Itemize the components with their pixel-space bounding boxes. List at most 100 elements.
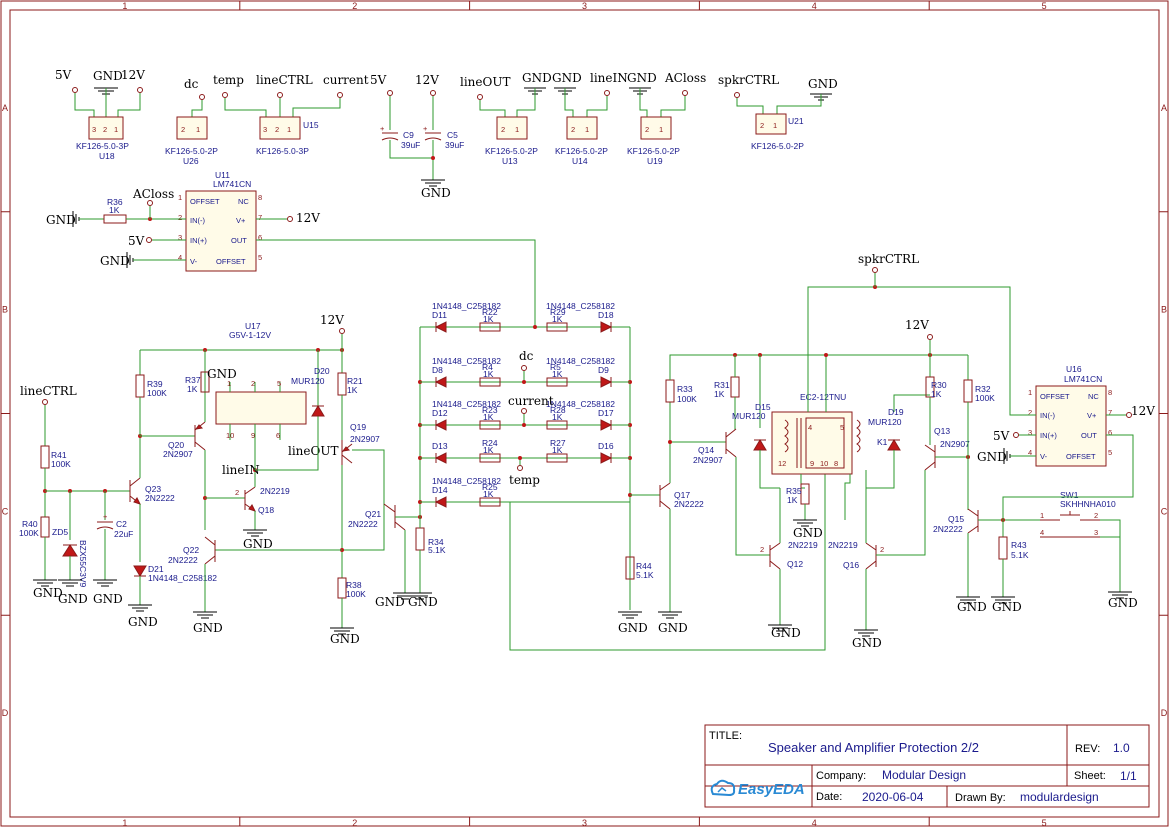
svg-text:7: 7 — [258, 213, 262, 222]
net-label-gnd: GND — [93, 69, 123, 83]
svg-text:10: 10 — [226, 431, 234, 440]
resistor-ref: R4 — [482, 362, 493, 372]
u14-value: KF126-5.0-2P — [555, 146, 608, 156]
svg-text:9: 9 — [810, 459, 814, 468]
zone-column-label: 1 — [122, 1, 127, 11]
resistor-value: 1K — [483, 369, 494, 379]
svg-text:1: 1 — [515, 125, 519, 134]
svg-text:3: 3 — [1094, 528, 1098, 537]
u18-value: KF126-5.0-3P — [76, 141, 129, 151]
svg-text:V-: V- — [1040, 452, 1048, 461]
resistor-symbol — [479, 420, 501, 430]
resistor-symbol — [546, 453, 568, 463]
diode-ref: D11 — [432, 310, 447, 320]
zone-column-label: 5 — [1042, 818, 1047, 827]
svg-text:6: 6 — [258, 233, 262, 242]
r35-ref: R35 — [786, 486, 802, 496]
r36-ref: R36 — [107, 197, 123, 207]
diode-symbol — [600, 376, 613, 388]
svg-text:2: 2 — [645, 125, 649, 134]
svg-text:2: 2 — [760, 545, 764, 554]
c5-ref: C5 — [447, 130, 458, 140]
svg-text:IN(-): IN(-) — [190, 216, 205, 225]
svg-text:4: 4 — [178, 253, 182, 262]
drawn-by-value: modulardesign — [1020, 790, 1099, 804]
diode-ref: D8 — [432, 365, 443, 375]
net-label-5v: 5V — [55, 68, 72, 82]
q12-value: 2N2219 — [788, 540, 818, 550]
svg-text:1: 1 — [178, 193, 182, 202]
net-label-current-top: current — [323, 73, 369, 87]
c9-ref: C9 — [403, 130, 414, 140]
svg-text:6: 6 — [1108, 428, 1112, 437]
zone-column-label: 1 — [122, 818, 127, 827]
resistor-ref: R28 — [550, 405, 566, 415]
r33-value: 100K — [677, 394, 697, 404]
svg-text:1: 1 — [1028, 388, 1032, 397]
net-label-12v-c5: 12V — [415, 73, 439, 87]
c2-value: 22uF — [114, 529, 133, 539]
svg-text:+: + — [423, 124, 428, 133]
company-value: Modular Design — [882, 768, 966, 782]
diode-symbol — [600, 419, 613, 431]
svg-text:3: 3 — [1028, 428, 1032, 437]
net-label-lineout: lineOUT — [288, 444, 338, 458]
svg-text:2: 2 — [501, 125, 505, 134]
r31-value: 1K — [714, 389, 725, 399]
r36-value: 1K — [109, 205, 120, 215]
net-label-acloss-u11: ACloss — [132, 187, 174, 201]
diode-value: 1N4148_C258182 — [432, 399, 501, 409]
gnd-q12: GND — [771, 626, 801, 640]
net-label-gnd-u14: GND — [552, 71, 582, 85]
gnd-d21: GND — [128, 615, 158, 629]
r40-value: 100K — [19, 528, 39, 538]
r31-ref: R31 — [714, 380, 730, 390]
svg-text:6: 6 — [276, 431, 280, 440]
svg-text:2: 2 — [251, 379, 255, 388]
q23-ref: Q23 — [145, 484, 161, 494]
r30-ref: R30 — [931, 380, 947, 390]
net-label-gnd-u11a: GND — [46, 213, 76, 227]
zd5-ref: ZD5 — [52, 527, 68, 537]
relay-driver-circuit: Q17 2N2222 GND R33 100K R31 1K Q14 2N290… — [630, 252, 1138, 650]
sw1-ref: SW1 — [1060, 490, 1079, 500]
q20-value: 2N2907 — [163, 449, 193, 459]
u17-value: G5V-1-12V — [229, 330, 271, 340]
q14-value: 2N2907 — [693, 455, 723, 465]
net-label-gnd-c: GND — [421, 186, 451, 200]
svg-text:1: 1 — [585, 125, 589, 134]
svg-text:2: 2 — [880, 545, 884, 554]
svg-text:1: 1 — [287, 125, 291, 134]
u16-ref: U16 — [1066, 364, 1082, 374]
r44-value: 5.1K — [636, 570, 654, 580]
q17-ref: Q17 — [674, 490, 690, 500]
svg-text:+: + — [380, 124, 385, 133]
q14-ref: Q14 — [698, 445, 714, 455]
u19-ref: U19 — [647, 156, 663, 166]
net-label-linectrl-top: lineCTRL — [256, 73, 313, 87]
diode-ref: D16 — [598, 441, 614, 451]
q21-value: 2N2222 — [348, 519, 378, 529]
capacitors-c9-c5: 5V 12V ++ C9 39uF C5 39uF GND — [370, 73, 464, 200]
diode-symbol — [434, 496, 447, 508]
net-label-gnd-u21: GND — [808, 77, 838, 91]
r38-ref: R38 — [346, 580, 362, 590]
zone-row-label: C — [2, 506, 9, 516]
resistor-symbol — [546, 322, 568, 332]
diode-value: 1N4148_C258182 — [546, 301, 615, 311]
resistor-value: 1K — [552, 369, 563, 379]
resistor-value: 1K — [552, 445, 563, 455]
svg-text:3: 3 — [178, 233, 182, 242]
title-block: TITLE: Speaker and Amplifier Protection … — [704, 724, 1150, 808]
net-label-gnd-u13: GND — [522, 71, 552, 85]
q22-value: 2N2222 — [168, 555, 198, 565]
svg-text:8: 8 — [258, 193, 262, 202]
svg-text:V-: V- — [190, 257, 198, 266]
q15-value: 2N2222 — [933, 524, 963, 534]
sheet-title: Speaker and Amplifier Protection 2/2 — [768, 740, 979, 755]
r34-value: 5.1K — [428, 545, 446, 555]
